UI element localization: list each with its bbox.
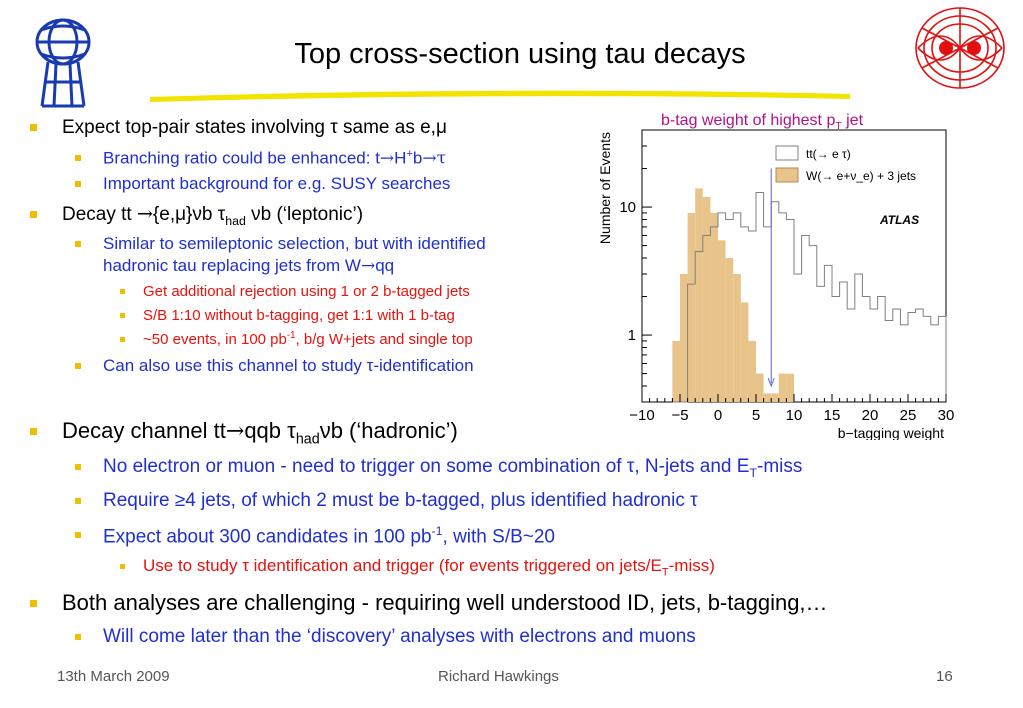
x-tick-label: −10 bbox=[629, 407, 654, 424]
legend-label-w-jets: W(→ e+ν_e) + 3 jets bbox=[806, 169, 916, 183]
bullet-marker bbox=[75, 634, 81, 640]
bullet-marker bbox=[75, 363, 81, 369]
slide-title: Top cross-section using tau decays bbox=[294, 38, 746, 70]
bar-w-plus-jets bbox=[778, 373, 787, 402]
cern-logo bbox=[915, 7, 1005, 89]
y-tick-label: 1 bbox=[628, 327, 636, 344]
bullet-50-events: ~50 events, in 100 pb-1, b/g W+jets and … bbox=[143, 330, 473, 348]
x-tick-label: 0 bbox=[714, 407, 722, 424]
chart-caption: b-tag weight of highest pT jet bbox=[661, 112, 864, 133]
bar-w-plus-jets bbox=[733, 273, 741, 402]
bar-w-plus-jets bbox=[718, 240, 726, 402]
series-ttbar-outline bbox=[672, 191, 947, 403]
bar-w-plus-jets bbox=[748, 340, 756, 402]
bullet-tau-identification: Can also use this channel to study τ-ide… bbox=[103, 356, 474, 375]
footer-date: 13th March 2009 bbox=[57, 668, 170, 685]
x-tick-label: 10 bbox=[786, 407, 803, 424]
bar-w-plus-jets bbox=[710, 212, 718, 402]
bullet-marker bbox=[75, 181, 81, 187]
footer-page-number: 16 bbox=[936, 668, 953, 685]
bar-w-plus-jets bbox=[740, 302, 749, 402]
y-tick-label: 10 bbox=[619, 199, 636, 216]
bullet-marker bbox=[75, 464, 81, 470]
x-tick-label: 5 bbox=[752, 407, 760, 424]
bullet-semileptonic-line1: Similar to semileptonic selection, but w… bbox=[103, 234, 486, 253]
bar-w-plus-jets bbox=[680, 273, 688, 402]
bar-w-plus-jets bbox=[786, 373, 794, 402]
bullet-challenging: Both analyses are challenging - requirin… bbox=[62, 590, 828, 615]
x-tick-label: 25 bbox=[900, 407, 917, 424]
bullet-sb-ratio: S/B 1:10 without b-tagging, get 1:1 with… bbox=[143, 307, 455, 324]
bullet-susy-background: Important background for e.g. SUSY searc… bbox=[103, 174, 451, 193]
bar-w-plus-jets bbox=[695, 188, 703, 402]
bullet-branching-ratio: Branching ratio could be enhanced: t→H+b… bbox=[103, 148, 447, 169]
bullet-marker bbox=[30, 124, 37, 131]
bullet-marker bbox=[120, 313, 125, 318]
x-tick-label: 20 bbox=[862, 407, 879, 424]
bullet-marker bbox=[120, 337, 125, 342]
bar-w-plus-jets bbox=[702, 196, 711, 402]
legend-swatch-ttbar bbox=[775, 145, 799, 161]
bullet-marker bbox=[75, 155, 81, 161]
x-tick-label: 30 bbox=[938, 407, 955, 424]
bar-w-plus-jets bbox=[687, 212, 696, 402]
bar-w-plus-jets bbox=[756, 373, 764, 402]
x-tick-label: 15 bbox=[824, 407, 841, 424]
x-tick-label: −5 bbox=[671, 407, 688, 424]
bar-w-plus-jets bbox=[725, 258, 734, 402]
bar-w-plus-jets bbox=[672, 340, 680, 402]
bullet-marker bbox=[30, 211, 37, 218]
bullet-semileptonic-line2: hadronic tau replacing jets from W→qq bbox=[103, 256, 395, 276]
bullet-marker bbox=[120, 289, 125, 294]
atlas-watermark: ATLAS bbox=[879, 213, 919, 227]
footer-author: Richard Hawkings bbox=[438, 668, 559, 685]
bullet-expect-top-pair: Expect top-pair states involving τ same … bbox=[62, 117, 447, 138]
bullet-marker bbox=[30, 600, 37, 607]
bullet-study-tau-trigger: Use to study τ identification and trigge… bbox=[143, 556, 715, 579]
bullet-marker bbox=[75, 241, 81, 247]
annotation-arrowhead bbox=[767, 378, 775, 388]
bullet-marker bbox=[120, 564, 125, 569]
y-axis-label: Number of Events bbox=[597, 132, 613, 244]
bullet-marker bbox=[75, 498, 81, 504]
bar-w-plus-jets bbox=[771, 393, 779, 402]
bullet-require-4-jets: Require ≥4 jets, of which 2 must be b-ta… bbox=[103, 490, 698, 511]
bullet-marker bbox=[75, 532, 81, 538]
bar-w-plus-jets bbox=[763, 393, 772, 402]
legend-label-ttbar: tt(→ e τ) bbox=[806, 147, 851, 161]
bullet-marker bbox=[30, 428, 37, 435]
bullet-300-candidates: Expect about 300 candidates in 100 pb-1,… bbox=[103, 524, 555, 548]
x-axis-label: b−tagging weight bbox=[838, 425, 944, 440]
bullet-no-electron-muon: No electron or muon - need to trigger on… bbox=[103, 456, 803, 480]
legend-swatch-w-jets bbox=[775, 167, 799, 183]
title-underline bbox=[150, 90, 850, 102]
bullet-btag-rejection: Get additional rejection using 1 or 2 b-… bbox=[143, 283, 470, 300]
btag-weight-histogram: −10 −5 0 5 10 15 20 25 30 1 10 b−tagging weight Numb… bbox=[597, 129, 955, 440]
bullet-decay-hadronic: Decay channel tt→qqb τhadνb (‘hadronic’) bbox=[62, 418, 458, 448]
atlas-logo bbox=[35, 18, 91, 108]
bullet-come-later: Will come later than the ‘discovery’ ana… bbox=[103, 626, 696, 647]
bullet-decay-leptonic: Decay tt →{e,μ}νb τhad νb (‘leptonic’) bbox=[62, 203, 364, 228]
